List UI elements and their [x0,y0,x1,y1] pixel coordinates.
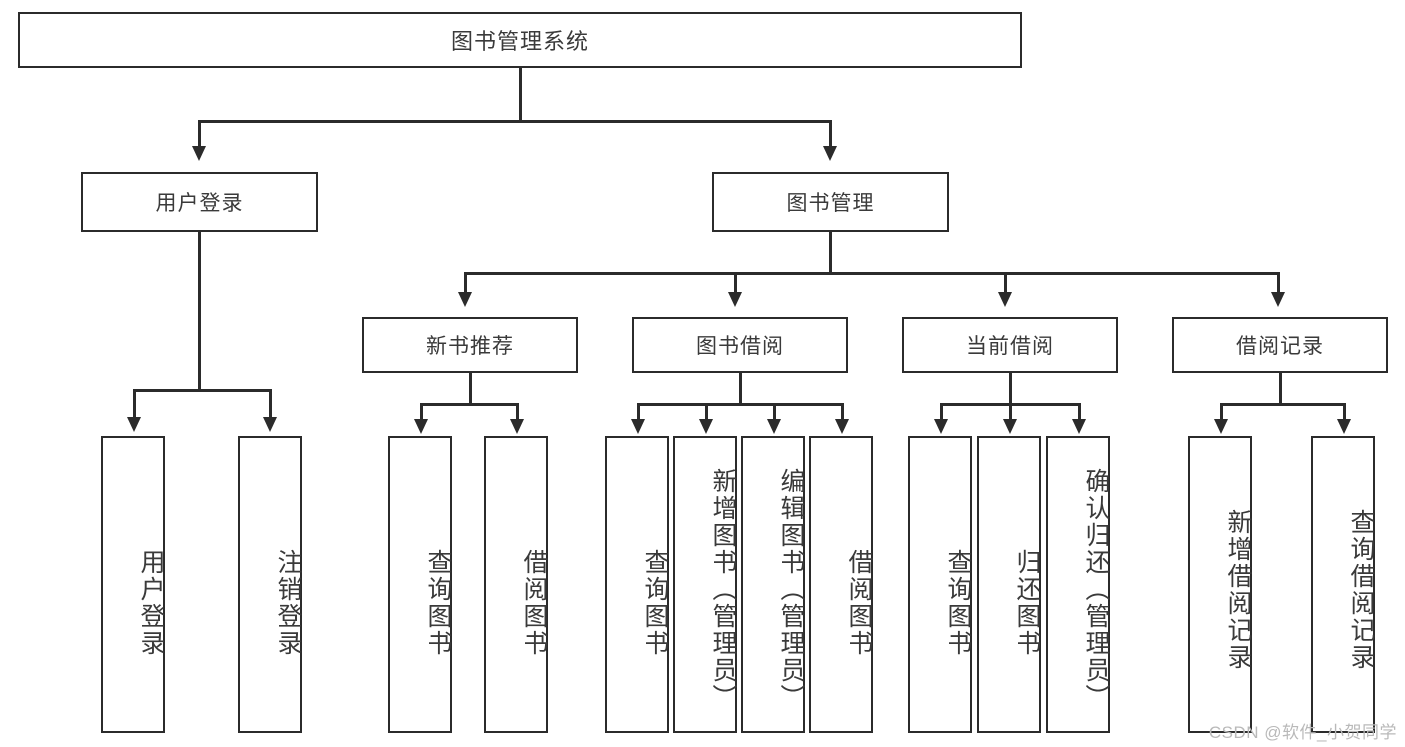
arrowhead-cb-leaf-3 [1072,419,1086,434]
connector-book-management-stem [829,232,832,272]
leaf-borrow-book-new[interactable]: 借阅图书 [484,436,548,733]
connector-bb-drop-1 [637,403,640,421]
connector-cb-drop-1 [940,403,943,421]
arrowhead-bb-leaf-4 [835,419,849,434]
arrowhead-bm-new-book [458,292,472,307]
node-label: 借阅记录 [1236,335,1324,358]
arrowhead-user-login-leaf-1 [127,417,141,432]
arrowhead-br-leaf-2 [1337,419,1351,434]
node-label: 查询图书 [424,548,452,657]
connector-new-book-stem [469,373,472,403]
node-label: 新增借阅记录 [1224,508,1252,671]
connector-br-drop-2 [1343,403,1346,421]
connector-bb-drop-3 [773,403,776,421]
node-label: 图书管理系统 [450,29,589,54]
node-label: 借阅图书 [520,548,548,657]
connector-root-to-book-management [829,120,832,148]
node-root-book-management-system[interactable]: 图书管理系统 [18,12,1022,68]
node-label: 用户登录 [155,192,244,215]
node-current-borrow[interactable]: 当前借阅 [902,317,1118,373]
node-user-login[interactable]: 用户登录 [81,172,318,232]
connector-root-bar [198,120,832,123]
node-label: 新增图书（管理员） [709,468,737,711]
connector-new-book-drop-1 [420,403,423,421]
connector-book-management-bar [464,272,1280,275]
arrowhead-bm-book-borrow [728,292,742,307]
node-label: 编辑图书（管理员） [777,468,805,711]
connector-br-drop-1 [1220,403,1223,421]
connector-book-borrow-stem [739,373,742,403]
arrowhead-bm-current-borrow [998,292,1012,307]
arrowhead-cb-leaf-1 [934,419,948,434]
node-label: 当前借阅 [966,335,1054,358]
leaf-logout[interactable]: 注销登录 [238,436,302,733]
connector-user-login-bar [133,389,271,392]
connector-bb-drop-2 [705,403,708,421]
connector-cb-drop-2 [1009,403,1012,421]
arrowhead-bb-leaf-2 [699,419,713,434]
node-book-management[interactable]: 图书管理 [712,172,949,232]
node-label: 用户登录 [137,548,165,657]
node-label: 归还图书 [1013,548,1041,657]
connector-user-login-drop-1 [133,389,136,419]
node-label: 确认归还（管理员） [1082,468,1110,711]
leaf-query-borrow-record[interactable]: 查询借阅记录 [1311,436,1375,733]
node-label: 查询图书 [944,548,972,657]
node-label: 图书借阅 [696,335,784,358]
node-label: 借阅图书 [845,548,873,657]
connector-root-to-user-login [198,120,201,148]
connector-borrow-record-bar [1220,403,1345,406]
connector-bm-drop-book-borrow [734,272,737,294]
leaf-confirm-return-admin[interactable]: 确认归还（管理员） [1046,436,1110,733]
arrowhead-user-login-leaf-2 [263,417,277,432]
node-book-borrow[interactable]: 图书借阅 [632,317,848,373]
arrowhead-cb-leaf-2 [1003,419,1017,434]
node-label: 查询图书 [641,548,669,657]
leaf-query-book-current[interactable]: 查询图书 [908,436,972,733]
arrowhead-new-book-leaf-2 [510,419,524,434]
arrowhead-bm-borrow-record [1271,292,1285,307]
node-new-book-recommend[interactable]: 新书推荐 [362,317,578,373]
connector-new-book-drop-2 [516,403,519,421]
connector-root-stem [519,68,522,120]
connector-bb-drop-4 [841,403,844,421]
connector-current-borrow-stem [1009,373,1012,403]
arrowhead-root-to-user-login [192,146,206,161]
connector-bm-drop-new-book [464,272,467,294]
arrowhead-new-book-leaf-1 [414,419,428,434]
node-borrow-record[interactable]: 借阅记录 [1172,317,1388,373]
node-label: 注销登录 [274,548,302,657]
connector-user-login-stem [198,232,201,389]
connector-new-book-bar [420,403,519,406]
connector-book-borrow-bar [637,403,842,406]
arrowhead-bb-leaf-3 [767,419,781,434]
connector-bm-drop-current-borrow [1004,272,1007,294]
node-label: 新书推荐 [426,335,514,358]
leaf-add-borrow-record[interactable]: 新增借阅记录 [1188,436,1252,733]
arrowhead-br-leaf-1 [1214,419,1228,434]
connector-borrow-record-stem [1279,373,1282,403]
arrowhead-root-to-book-management [823,146,837,161]
connector-bm-drop-borrow-record [1277,272,1280,294]
node-label: 图书管理 [786,192,875,215]
leaf-add-book-admin[interactable]: 新增图书（管理员） [673,436,737,733]
leaf-query-book-new[interactable]: 查询图书 [388,436,452,733]
connector-cb-drop-3 [1078,403,1081,421]
leaf-return-book[interactable]: 归还图书 [977,436,1041,733]
leaf-edit-book-admin[interactable]: 编辑图书（管理员） [741,436,805,733]
node-label: 查询借阅记录 [1347,508,1375,671]
connector-user-login-drop-2 [269,389,272,419]
arrowhead-bb-leaf-1 [631,419,645,434]
leaf-query-book-borrow[interactable]: 查询图书 [605,436,669,733]
leaf-borrow-book[interactable]: 借阅图书 [809,436,873,733]
leaf-user-login[interactable]: 用户登录 [101,436,165,733]
